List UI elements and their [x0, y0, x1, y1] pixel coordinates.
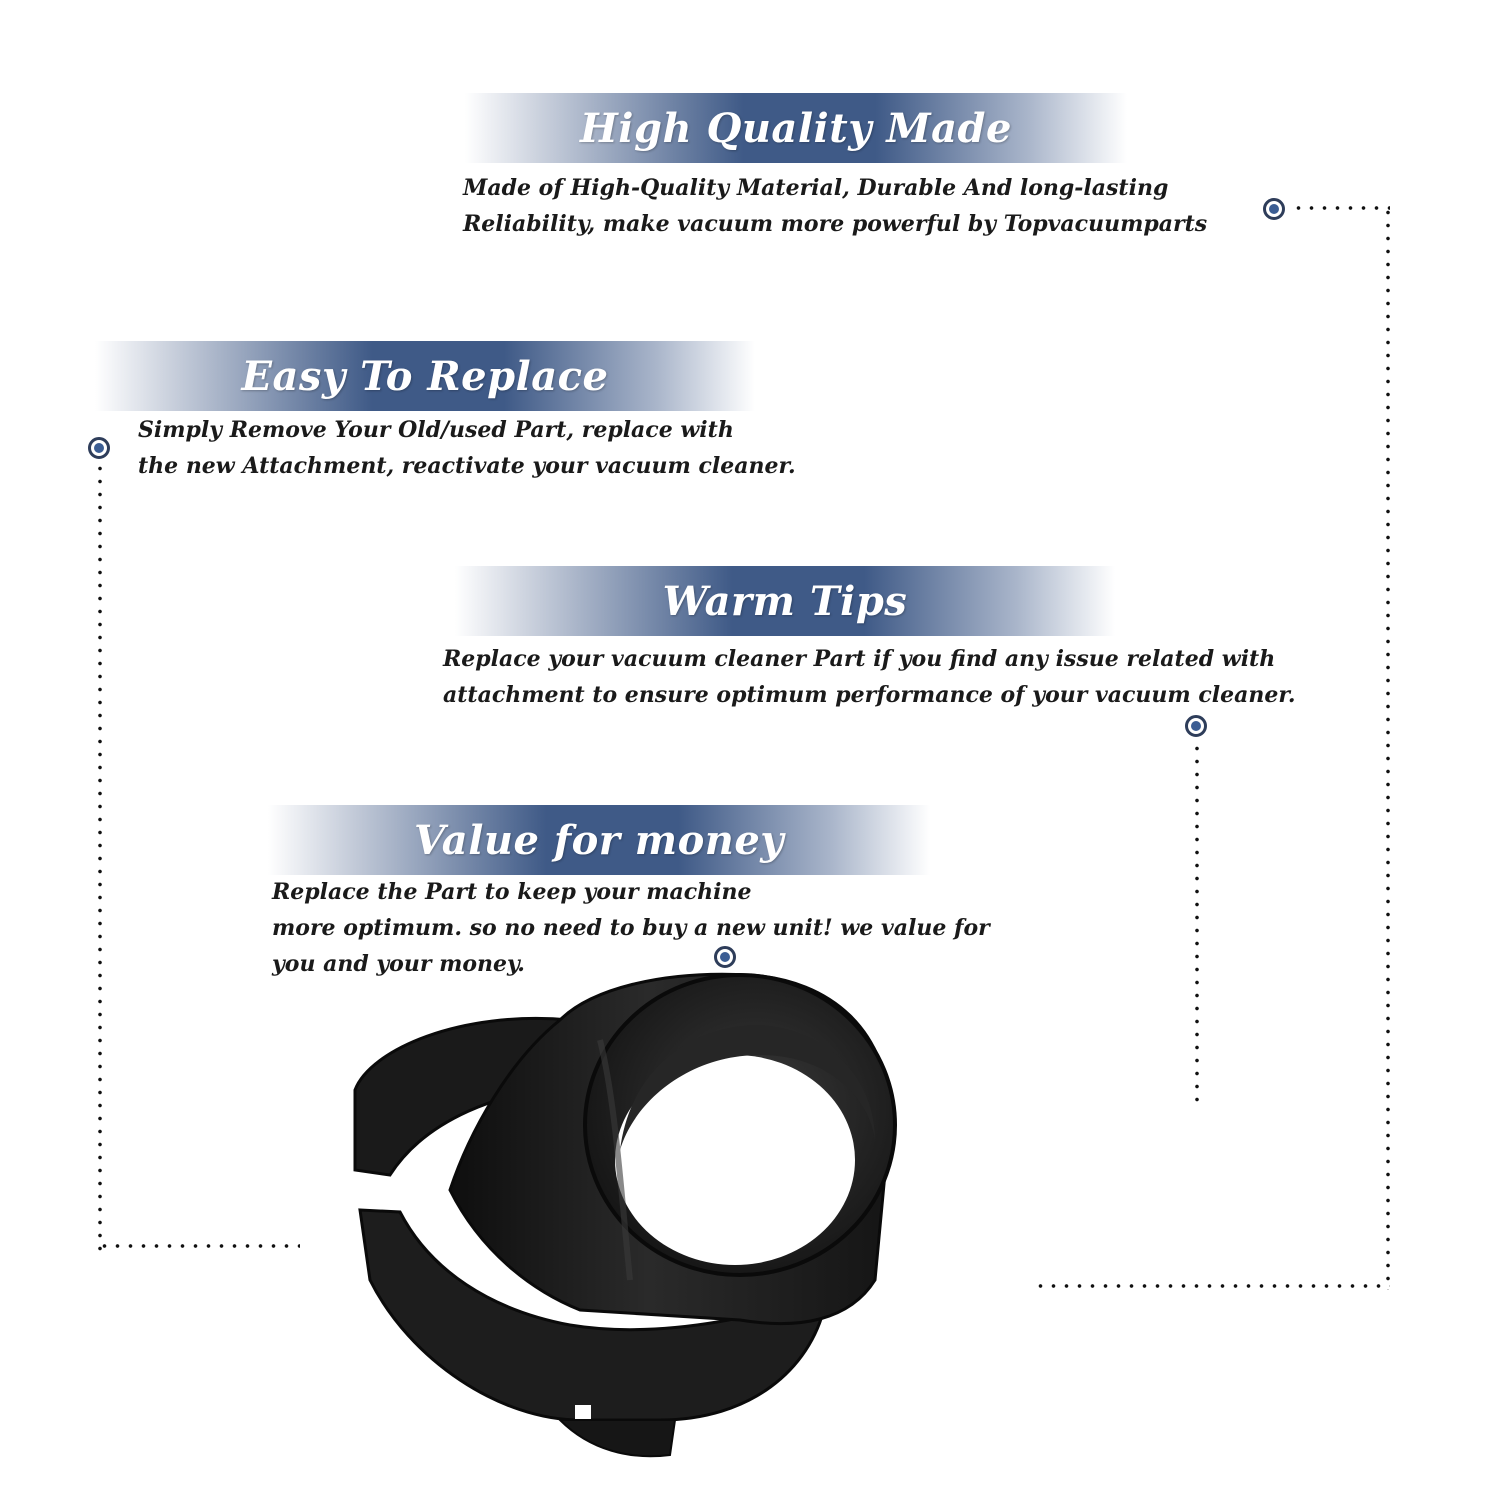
marker-dot-icon	[714, 946, 736, 968]
description-line: Simply Remove Your Old/used Part, replac…	[138, 417, 734, 443]
banner-easy-to-replace: Easy To Replace	[95, 341, 755, 411]
description-line: you and your money.	[272, 951, 525, 977]
section-title: Easy To Replace	[241, 352, 609, 400]
flanged-bushing-icon	[353, 972, 897, 1458]
banner-value-for-money: Value for money	[268, 805, 930, 875]
description-line: more optimum. so no need to buy a new un…	[272, 915, 990, 941]
dotted-connector	[1292, 206, 1390, 210]
dotted-connector	[98, 462, 102, 1252]
section-description-easy-to-replace: Simply Remove Your Old/used Part, replac…	[138, 412, 796, 484]
banner-warm-tips: Warm Tips	[455, 566, 1115, 636]
section-title: Value for money	[413, 816, 785, 864]
description-line: the new Attachment, reactivate your vacu…	[138, 453, 796, 479]
marker-dot-icon	[1185, 715, 1207, 737]
section-description-high-quality: Made of High-Quality Material, Durable A…	[463, 170, 1207, 242]
dotted-connector	[1195, 742, 1199, 1110]
marker-dot-icon	[1263, 198, 1285, 220]
dotted-connector	[98, 1244, 300, 1248]
section-title: Warm Tips	[662, 577, 908, 625]
description-line: Reliability, make vacuum more powerful b…	[463, 211, 1208, 237]
dotted-connector	[1386, 206, 1390, 1290]
description-line: Replace the Part to keep your machine	[272, 879, 752, 905]
description-line: Replace your vacuum cleaner Part if you …	[443, 646, 1276, 672]
description-line: Made of High-Quality Material, Durable A…	[463, 175, 1169, 201]
section-title: High Quality Made	[580, 104, 1012, 152]
banner-high-quality: High Quality Made	[465, 93, 1127, 163]
description-line: attachment to ensure optimum performance…	[443, 682, 1296, 708]
section-description-value-for-money: Replace the Part to keep your machine mo…	[272, 874, 990, 982]
section-description-warm-tips: Replace your vacuum cleaner Part if you …	[443, 641, 1296, 713]
marker-dot-icon	[88, 437, 110, 459]
dotted-connector	[1034, 1284, 1390, 1288]
